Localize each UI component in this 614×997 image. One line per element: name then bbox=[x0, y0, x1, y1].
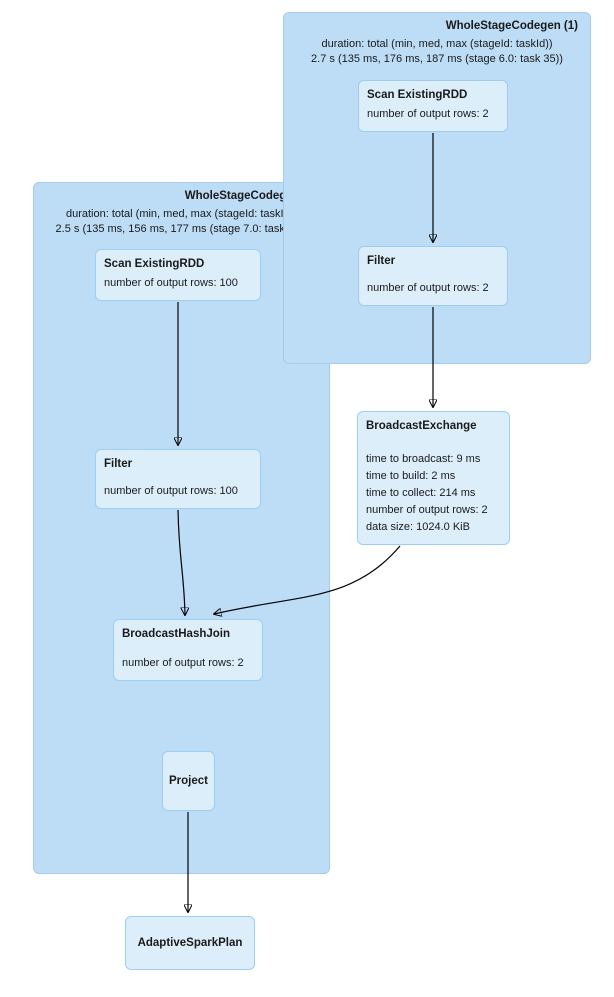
node-filter-2[interactable]: Filter number of output rows: 100 bbox=[95, 449, 261, 509]
node-title: Project bbox=[169, 775, 208, 787]
node-metrics: time to broadcast: 9 ms time to build: 2… bbox=[366, 451, 501, 536]
node-project[interactable]: Project bbox=[162, 751, 215, 811]
node-broadcasthashjoin[interactable]: BroadcastHashJoin number of output rows:… bbox=[113, 619, 263, 681]
duration-line-2: 2.5 s (135 ms, 156 ms, 177 ms (stage 7.0… bbox=[55, 222, 308, 235]
metric-time-to-collect: time to collect: 214 ms bbox=[366, 487, 476, 499]
duration-line-1: duration: total (min, med, max (stageId:… bbox=[65, 208, 298, 220]
node-title: Scan ExistingRDD bbox=[104, 258, 205, 270]
node-metric: number of output rows: 100 bbox=[104, 485, 238, 497]
metric-time-to-build: time to build: 2 ms bbox=[366, 470, 456, 482]
node-adaptivesparkplan[interactable]: AdaptiveSparkPlan bbox=[125, 916, 255, 970]
node-title: Filter bbox=[367, 255, 396, 267]
node-metric: number of output rows: 2 bbox=[367, 108, 489, 120]
node-title: Scan ExistingRDD bbox=[367, 89, 468, 101]
node-filter-1[interactable]: Filter number of output rows: 2 bbox=[358, 246, 508, 306]
node-title: BroadcastExchange bbox=[366, 420, 477, 432]
metric-data-size: data size: 1024.0 KiB bbox=[366, 521, 470, 533]
node-scan-existingrdd-1[interactable]: Scan ExistingRDD number of output rows: … bbox=[358, 80, 508, 132]
cluster-duration: duration: total (min, med, max (stageId:… bbox=[284, 37, 590, 67]
node-title: BroadcastHashJoin bbox=[122, 628, 231, 640]
node-metric: number of output rows: 2 bbox=[367, 282, 489, 294]
node-broadcastexchange[interactable]: BroadcastExchange time to broadcast: 9 m… bbox=[357, 411, 510, 545]
duration-line-2: 2.7 s (135 ms, 176 ms, 187 ms (stage 6.0… bbox=[311, 52, 563, 65]
cluster-wholestagecodegen-1: WholeStageCodegen (1) duration: total (m… bbox=[283, 12, 591, 364]
duration-line-1: duration: total (min, med, max (stageId:… bbox=[321, 38, 553, 50]
node-title: Filter bbox=[104, 458, 133, 470]
node-metric: number of output rows: 100 bbox=[104, 277, 238, 289]
metric-time-to-broadcast: time to broadcast: 9 ms bbox=[366, 453, 481, 465]
cluster-title: WholeStageCodegen (1) bbox=[445, 20, 578, 32]
node-title: AdaptiveSparkPlan bbox=[137, 937, 243, 949]
metric-output-rows: number of output rows: 2 bbox=[366, 504, 488, 516]
node-scan-existingrdd-2[interactable]: Scan ExistingRDD number of output rows: … bbox=[95, 249, 261, 301]
node-metric: number of output rows: 2 bbox=[122, 657, 244, 669]
cluster-duration: duration: total (min, med, max (stageId:… bbox=[34, 207, 329, 237]
